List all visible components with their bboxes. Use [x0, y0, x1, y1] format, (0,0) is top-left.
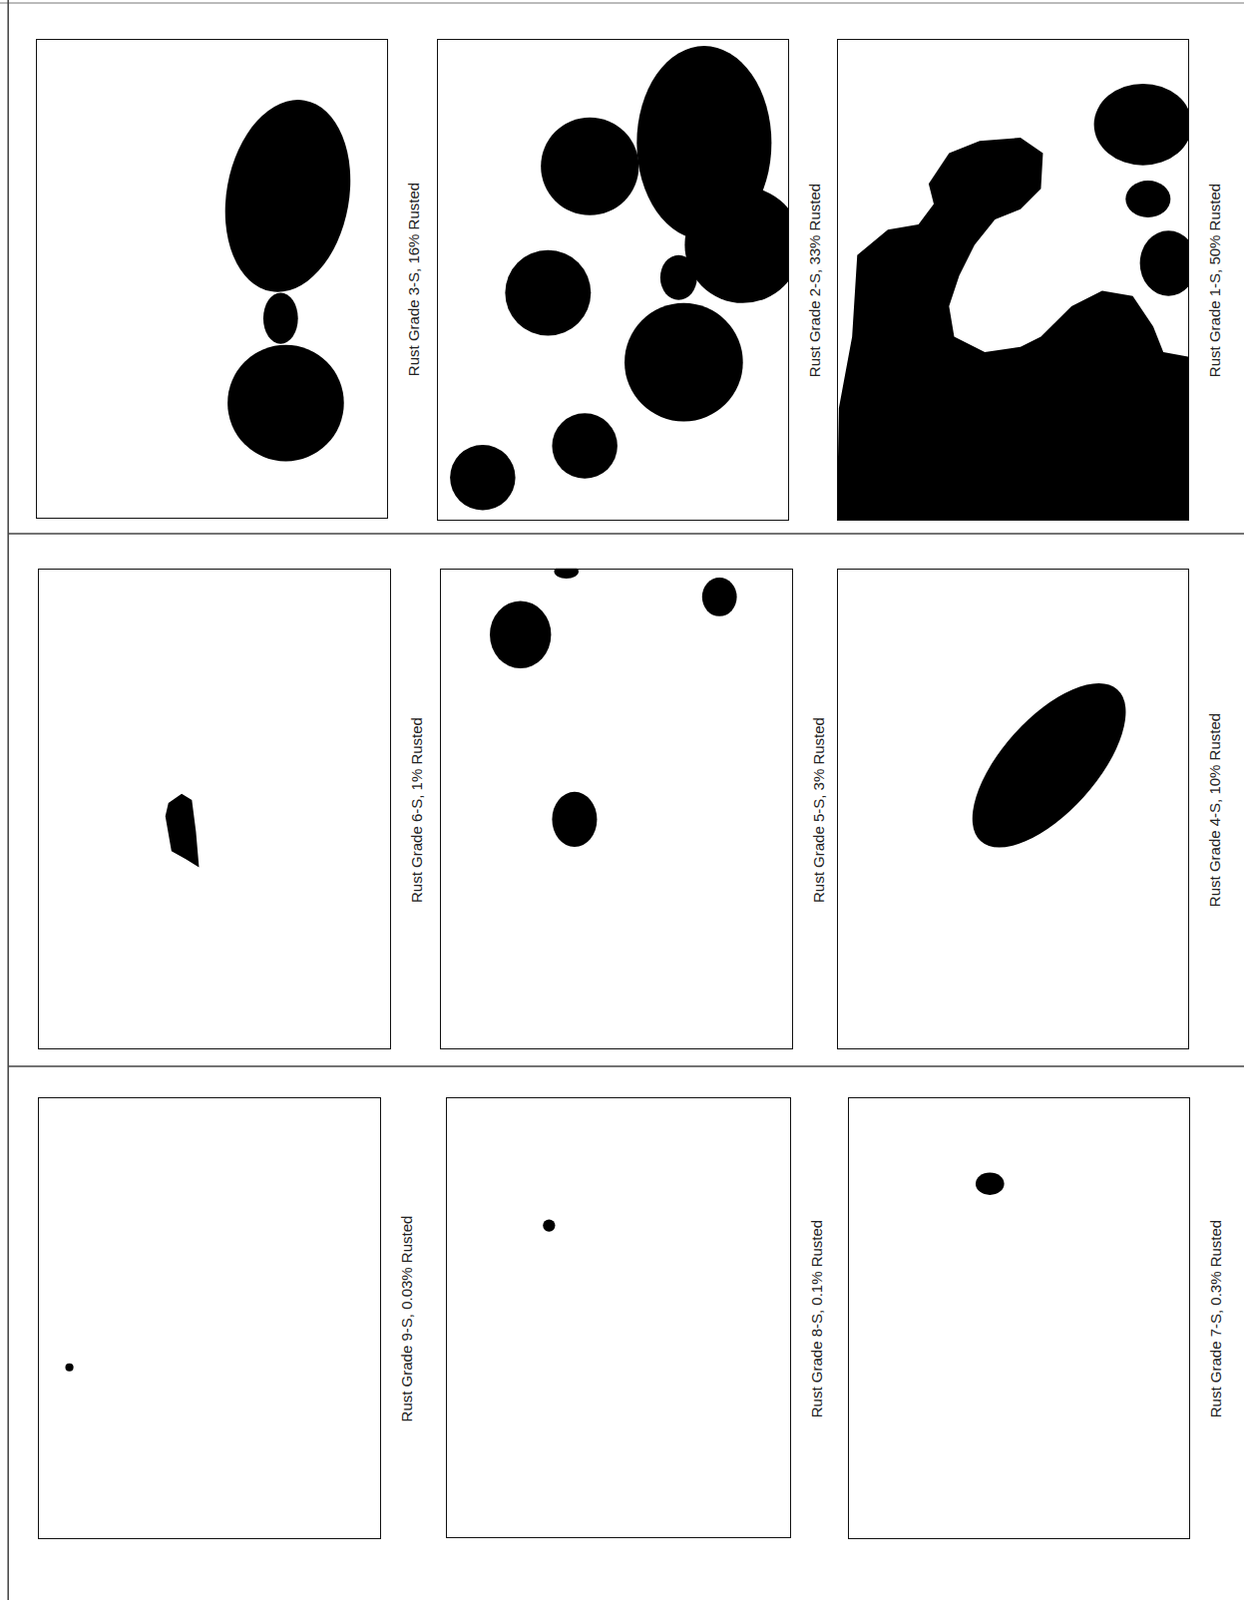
rust-grade-panel: Rust Grade 7-S, 0.3% Rusted: [847, 1097, 1191, 1540]
rust-grade-panel: Rust Grade 3-S, 16% Rusted: [35, 38, 389, 519]
grade-caption: Rust Grade 5-S, 3% Rusted: [810, 717, 829, 903]
rust-grade-panel: Rust Grade 4-S, 10% Rusted: [836, 568, 1190, 1050]
rust-grade-panel: Rust Grade 9-S, 0.03% Rusted: [37, 1097, 382, 1540]
rust-grade-panel: Rust Grade 8-S, 0.1% Rusted: [445, 1097, 792, 1539]
rust-spots: [64, 45, 1197, 1372]
rust-grade-panel: Rust Grade 1-S, 50% Rusted: [836, 38, 1190, 521]
rust-grade-panel: Rust Grade 5-S, 3% Rusted: [439, 568, 794, 1050]
grade-caption: Rust Grade 8-S, 0.1% Rusted: [809, 1219, 828, 1417]
rust-grade-panel: Rust Grade 6-S, 1% Rusted: [37, 568, 392, 1050]
grade-caption: Rust Grade 7-S, 0.3% Rusted: [1208, 1220, 1227, 1418]
grade-caption: Rust Grade 9-S, 0.03% Rusted: [398, 1216, 416, 1423]
grade-caption: Rust Grade 6-S, 1% Rusted: [408, 717, 426, 903]
grade-caption: Rust Grade 3-S, 16% Rusted: [405, 182, 423, 377]
rust-grade-panel: Rust Grade 2-S, 33% Rusted: [436, 38, 790, 521]
grade-caption: Rust Grade 4-S, 10% Rusted: [1206, 713, 1225, 907]
grade-caption: Rust Grade 2-S, 33% Rusted: [806, 183, 825, 378]
grade-caption: Rust Grade 1-S, 50% Rusted: [1206, 183, 1225, 378]
